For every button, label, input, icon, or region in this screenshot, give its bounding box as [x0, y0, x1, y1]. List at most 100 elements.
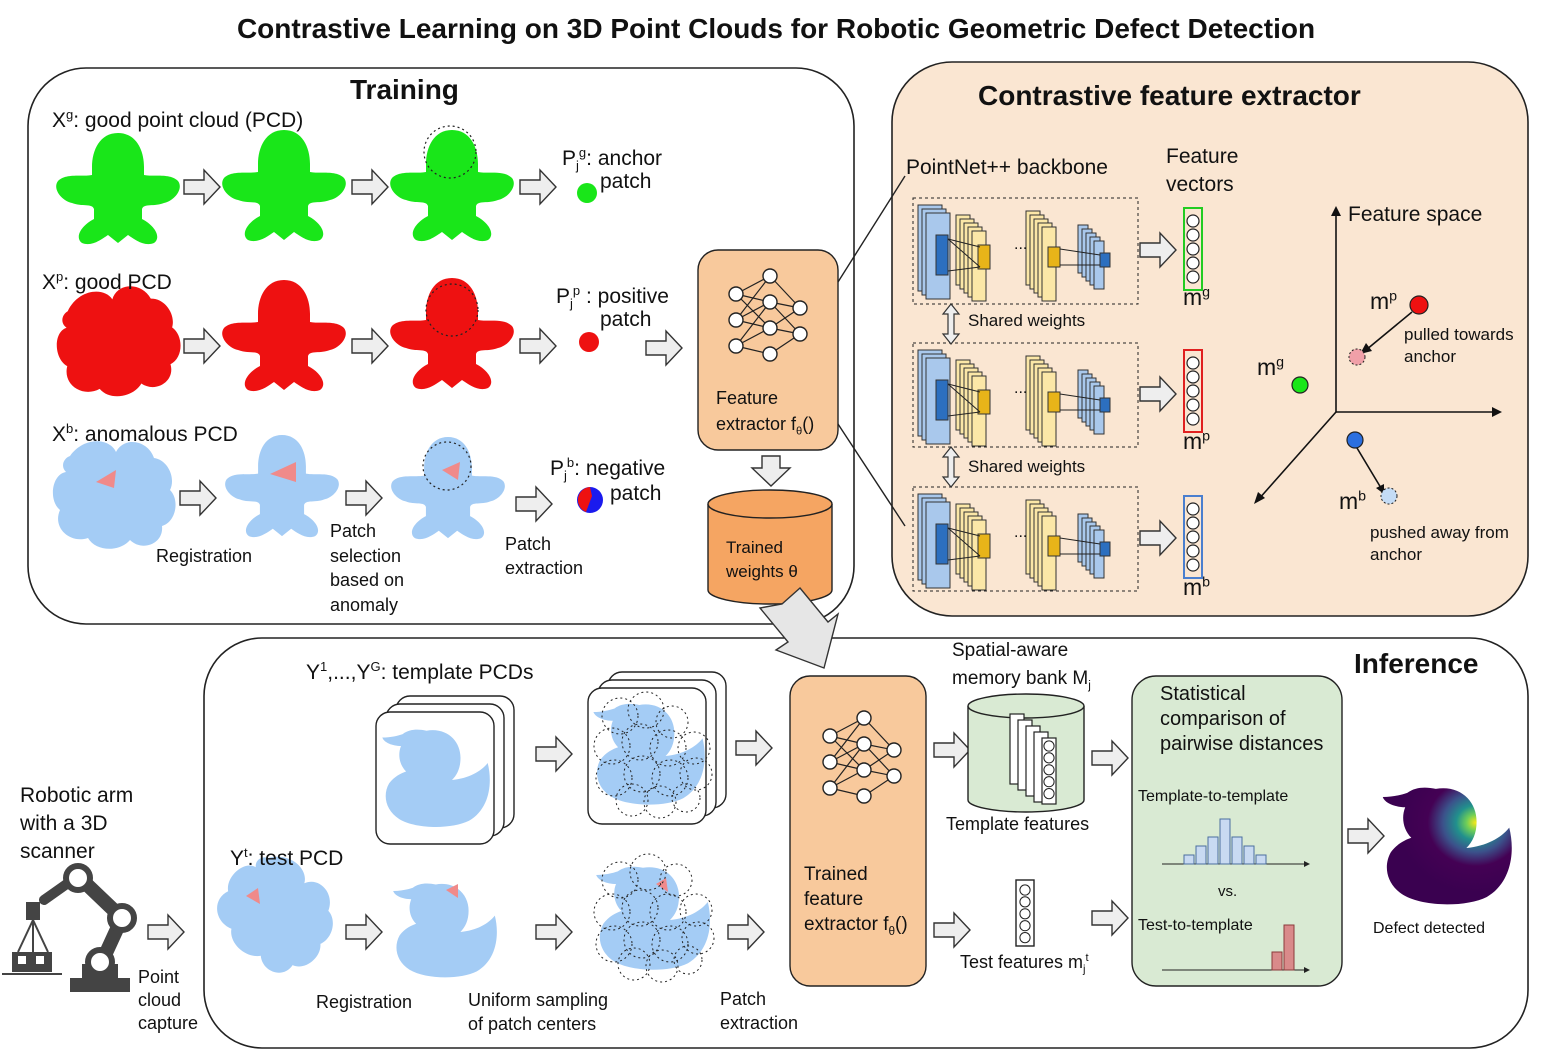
inference-registration-label: Registration	[316, 992, 413, 1012]
mb-vector-label: mb	[1183, 574, 1211, 600]
mg-point-label: mg	[1257, 354, 1285, 380]
positive-patch-label: Pjp : positive	[556, 283, 669, 312]
robot-label-3: scanner	[20, 840, 95, 863]
hist-test-arrowhead	[1304, 967, 1310, 973]
feature-vector-mp-cells	[1186, 356, 1200, 426]
inference-patch-extraction-label-2: extraction	[720, 1013, 799, 1033]
shared-weights-arrow-2	[941, 446, 961, 488]
anchor-patch-dot	[577, 183, 597, 203]
trained-weights-cylinder	[707, 504, 833, 605]
feature-vectors-label-1: Feature	[1166, 145, 1239, 168]
feature-extractor-label-1: Feature	[716, 388, 779, 408]
hist-template-bar	[1207, 836, 1219, 865]
test-defect-spot-3	[656, 878, 668, 892]
registration-label: Registration	[156, 546, 253, 566]
point-mb-target	[1380, 487, 1398, 505]
negative-patch-dot-red	[577, 487, 592, 512]
hist-test-to-template	[1271, 924, 1295, 971]
backbone-box-1	[912, 197, 1139, 305]
memory-bank-label-2: memory bank Mj	[952, 668, 1091, 692]
backbone-label: PointNet++ backbone	[906, 156, 1108, 179]
anomalous-pcd-label: Xb: anomalous PCD	[52, 421, 238, 446]
positive-patch-label-2: patch	[600, 308, 652, 331]
mg-vector-label: mg	[1183, 284, 1211, 310]
point-cloud-capture-label-3: capture	[138, 1013, 199, 1033]
feature-vector-mg-cells	[1186, 214, 1200, 284]
patch-extraction-label-1: Patch	[505, 534, 552, 554]
positive-pcd-label: Xp: good PCD	[42, 269, 172, 294]
feature-space-x-arrowhead	[1492, 407, 1502, 417]
template-to-template-label: Template-to-template	[1138, 788, 1289, 805]
feature-vector-mp	[1183, 349, 1203, 433]
robot-label-1: Robotic arm	[20, 784, 134, 807]
shared-weights-label-1: Shared weights	[968, 311, 1086, 330]
positive-patch-dot	[579, 332, 599, 352]
statistical-panel	[1131, 675, 1343, 987]
hist-template-to-template	[1183, 818, 1267, 865]
test-features-label: Test features mjt	[960, 952, 1089, 976]
patch-selection-label-3: based on	[330, 570, 405, 590]
test-to-template-label: Test-to-template	[1138, 917, 1253, 934]
shared-weights-arrow-1	[941, 303, 961, 345]
point-mp	[1409, 295, 1429, 315]
negative-patch-label-2: patch	[610, 482, 662, 505]
test-patch-circles	[593, 853, 715, 983]
anchor-patch-label: Pjg: anchor	[562, 145, 663, 174]
feature-space-z-arrowhead	[1254, 492, 1265, 504]
feature-vector-mg	[1183, 207, 1203, 291]
shared-weights-label-2: Shared weights	[968, 457, 1086, 476]
anchor-patch-label-2: patch	[600, 170, 652, 193]
feature-vectors-label-2: vectors	[1166, 173, 1234, 196]
good-patch-outline	[423, 125, 477, 179]
extractor-heading: Contrastive feature extractor	[978, 80, 1361, 111]
test-defect-spot-2	[446, 884, 458, 898]
patch-selection-label-4: anomaly	[330, 595, 399, 615]
backbone-ellipsis-2: ...	[1014, 380, 1028, 397]
patch-extraction-label-2: extraction	[505, 558, 584, 578]
negative-patch-outline	[422, 441, 472, 491]
point-mp-target	[1348, 348, 1366, 366]
trained-weights-cylinder-top	[707, 489, 833, 519]
push-arrow	[1356, 447, 1382, 489]
backbone-box-2	[912, 342, 1139, 448]
backbone-box-3	[912, 486, 1139, 592]
anomaly-spot-1	[96, 470, 116, 488]
patch-selection-label-1: Patch	[330, 521, 377, 541]
anomaly-spot-2	[270, 462, 296, 482]
good-pcd-label: Xg: good point cloud (PCD)	[52, 107, 304, 132]
memory-bank-vectors	[1009, 713, 1057, 805]
diagram-title: Contrastive Learning on 3D Point Clouds …	[236, 13, 1316, 44]
pull-arrow	[1365, 311, 1413, 351]
hist-template-bar	[1255, 854, 1267, 865]
hist-template-bar	[1243, 845, 1255, 865]
backbone-ellipsis-3: ...	[1014, 524, 1028, 541]
feature-space-y-arrowhead	[1331, 206, 1341, 216]
patch-selection-label-2: selection	[330, 546, 402, 566]
feature-space-z-axis	[1257, 411, 1337, 501]
backbone-ellipsis-1: ...	[1014, 236, 1028, 253]
statistical-label-3: pairwise distances	[1160, 733, 1324, 755]
trained-weights-label-1: Trained	[726, 538, 784, 557]
template-features-label: Template features	[946, 814, 1090, 834]
point-mb	[1346, 431, 1364, 449]
hist-template-arrowhead	[1304, 861, 1310, 867]
uniform-sampling-label-2: of patch centers	[468, 1014, 597, 1034]
mp-vector-label: mp	[1183, 428, 1211, 454]
hist-template-bar	[1219, 818, 1231, 865]
trained-extractor-label-1: Trained	[804, 864, 868, 885]
statistical-label-1: Statistical	[1160, 683, 1246, 705]
hist-template-bar	[1183, 854, 1195, 865]
hist-template-bar	[1195, 845, 1207, 865]
trained-extractor-label-2: feature	[804, 889, 864, 910]
extractor-panel	[891, 61, 1529, 617]
point-cloud-capture-label-2: cloud	[138, 990, 182, 1010]
point-cloud-capture-label-1: Point	[138, 967, 180, 987]
robot-arm-icon	[2, 863, 137, 992]
zoom-line-top	[837, 175, 906, 283]
mb-point-label: mb	[1339, 488, 1367, 514]
pull-arrowhead	[1360, 343, 1372, 354]
hist-test-bar	[1271, 951, 1283, 971]
arrow-down-to-weights	[750, 455, 792, 487]
memory-bank-cylinder-top	[967, 693, 1085, 719]
